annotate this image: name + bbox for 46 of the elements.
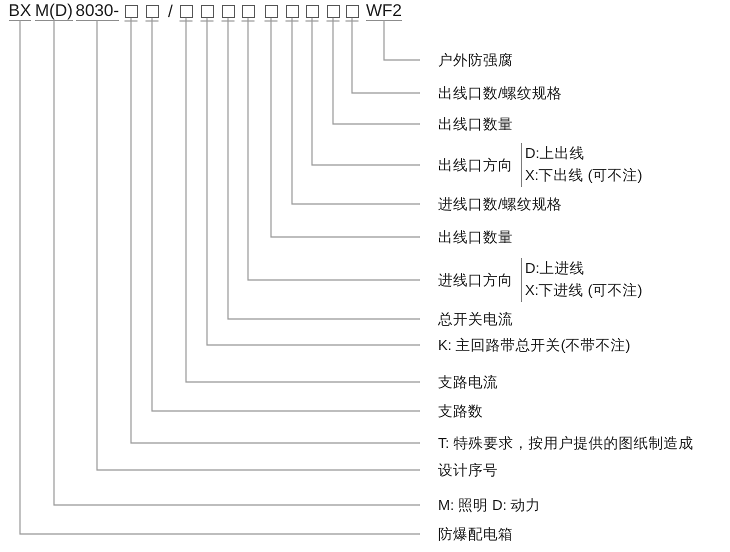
separator-slash: / xyxy=(168,2,173,21)
leader-line xyxy=(383,21,420,61)
spec-label: 支路电流 xyxy=(420,372,498,392)
leader-line xyxy=(247,18,420,281)
blank-code-box xyxy=(326,5,340,18)
blank-code-box xyxy=(286,5,298,18)
leader-line xyxy=(332,18,420,125)
leader-line xyxy=(291,18,420,205)
spec-label: 进线口方向 xyxy=(438,272,513,290)
leader-line xyxy=(351,18,420,94)
spec-label: 防爆配电箱 xyxy=(420,524,513,544)
spec-label: 出线口数量 xyxy=(420,228,513,246)
spec-label: 支路数 xyxy=(420,402,483,420)
leader-line xyxy=(185,18,420,383)
blank-code-box xyxy=(124,5,138,18)
spec-label: 进线口数/螺纹规格 xyxy=(420,194,562,214)
spec-label: 出线口数量 xyxy=(420,114,513,134)
blank-code-box xyxy=(222,5,234,18)
spec-label: 总开关电流 xyxy=(420,310,513,328)
spec-label: 设计序号 xyxy=(420,460,498,480)
option-text: X:下进线 (可不注) xyxy=(525,282,642,301)
blank-code-box xyxy=(264,5,278,18)
spec-label: 出线口方向 xyxy=(438,156,513,174)
spec-label: 出线口数/螺纹规格 xyxy=(420,84,562,102)
code-segment: 8030- xyxy=(76,2,119,21)
spec-label: M: 照明 D: 动力 xyxy=(420,496,541,514)
leader-line xyxy=(311,18,420,166)
code-segment: WF2 xyxy=(366,2,402,21)
leader-line xyxy=(206,18,420,346)
code-segment: M(D) xyxy=(35,2,73,21)
spec-label: K: 主回路带总开关(不带不注) xyxy=(420,336,630,354)
leader-line xyxy=(227,18,420,320)
blank-code-box xyxy=(180,5,192,18)
option-text: X:下出线 (可不注) xyxy=(525,167,642,186)
spec-label: T: 特殊要求，按用户提供的图纸制造成 xyxy=(420,434,694,452)
blank-code-box xyxy=(346,5,358,18)
blank-code-box xyxy=(200,5,214,18)
code-segment: BX xyxy=(8,2,32,21)
blank-code-box xyxy=(242,5,254,18)
leader-line xyxy=(96,21,420,471)
option-text: D:上出线 xyxy=(525,145,586,164)
option-text: D:上进线 xyxy=(525,260,586,279)
blank-code-box xyxy=(306,5,318,18)
leader-line xyxy=(270,18,420,238)
blank-code-box xyxy=(146,5,158,18)
spec-label: 户外防强腐 xyxy=(420,50,513,70)
